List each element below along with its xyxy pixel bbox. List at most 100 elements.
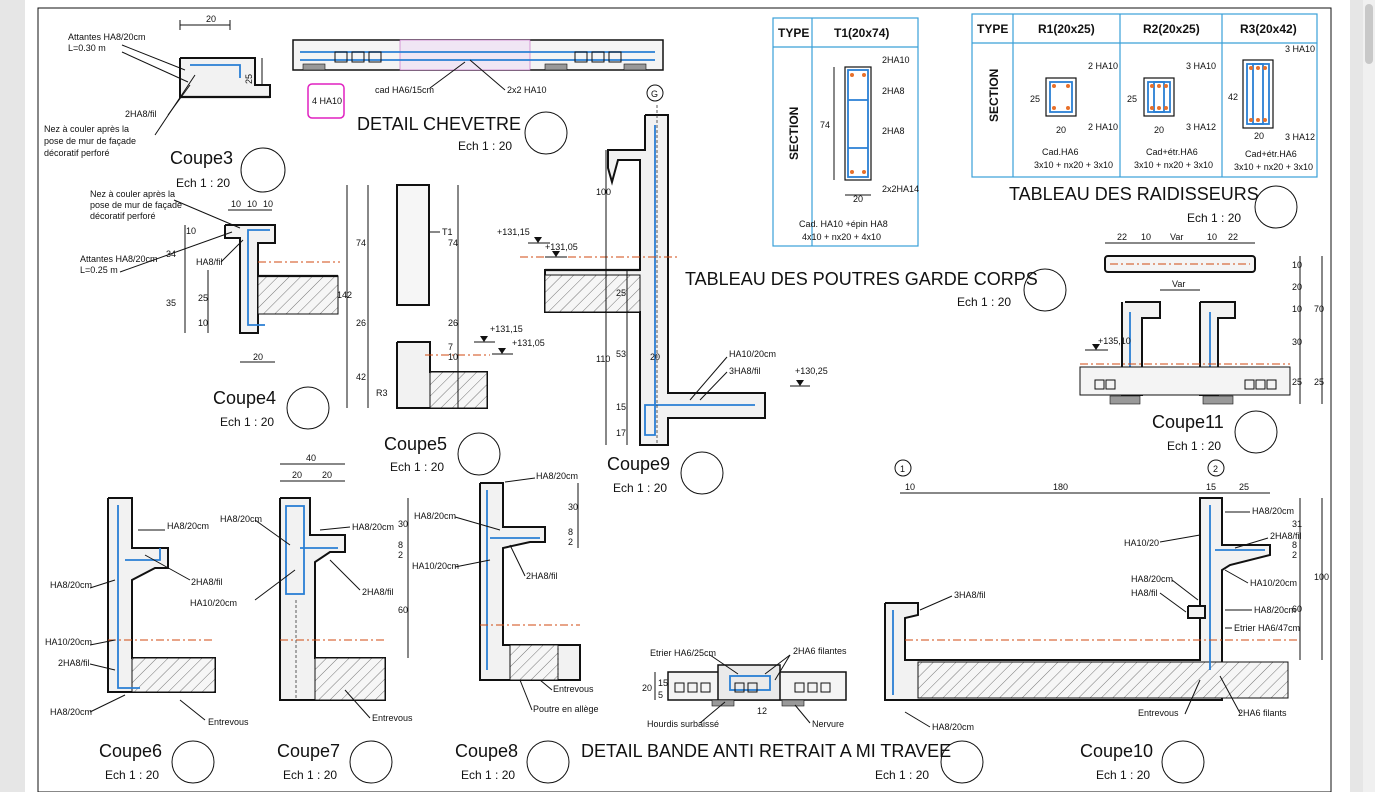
coupe4-dim-5: 34 (166, 249, 176, 259)
coupe8-ref-circle (526, 740, 570, 784)
coupe7-dim-1: 40 (306, 453, 316, 463)
coupe4-dim-6: 35 (166, 298, 176, 308)
coupe10-dim-8: 60 (1292, 604, 1302, 614)
coupe6-drawing: HA8/20cm 2HA8/fil HA8/20cm HA10/20cm 2HA… (45, 497, 249, 784)
coupe7-dim-6: 2 (398, 550, 403, 560)
coupe3-note-5: pose de mur de façade (44, 136, 136, 146)
coupe6-note-7: Entrevous (208, 717, 249, 727)
sheet-border (37, 7, 1332, 792)
table-r-col-1: R1(20x25) (1038, 22, 1095, 36)
coupe8-dim-3: 2 (568, 537, 573, 547)
coupe6-note-3: HA8/20cm (50, 580, 92, 590)
coupe5-level-1: +131,15 (490, 324, 523, 334)
coupe8-note-6: Poutre en allège (533, 704, 599, 714)
scrollbar-thumb[interactable] (1365, 4, 1373, 64)
table-r3-foot-1: Cad+étr.HA6 (1245, 149, 1297, 159)
bande-title: DETAIL BANDE ANTI RETRAIT A MI TRAVEE (581, 741, 951, 761)
table-r1-foot-2: 3x10 + nx20 + 3x10 (1034, 160, 1113, 170)
coupe11-dim-side-2: 20 (1292, 282, 1302, 292)
coupe11-dim-top-2: 10 (1141, 232, 1151, 242)
raidisseurs-scale: Ech 1 : 20 (1187, 211, 1241, 225)
coupe4-dim-3: 10 (263, 199, 273, 209)
coupe10-drawing: 1 2 10 180 15 25 31 8 2 60 100 3HA8/fil … (884, 459, 1329, 784)
table-t1-type-header: TYPE (778, 26, 809, 40)
coupe9-dim-6: 17 (616, 428, 626, 438)
coupe10-dim-6: 8 (1292, 540, 1297, 550)
table-r2-foot-1: Cad+étr.HA6 (1146, 147, 1198, 157)
coupe5-dim-1: 74 (356, 238, 366, 248)
coupe9-dim-3: 53 (616, 349, 626, 359)
coupe3-note-1: Attantes HA8/20cm (68, 32, 146, 42)
table-r3-bot: 3 HA12 (1285, 132, 1315, 142)
chevetre-label-1: cad HA6/15cm (375, 85, 434, 95)
coupe5-ref-circle (457, 432, 501, 476)
bande-dim-2: 15 (658, 678, 668, 688)
coupe5-dim-7: 10 (448, 352, 458, 362)
bande-dim-4: 12 (757, 706, 767, 716)
coupe8-drawing: 30 8 2 HA8/20cm HA8/20cm HA10/20cm 2HA8/… (412, 471, 599, 784)
coupe11-dim-side-3: 10 (1292, 304, 1302, 314)
coupe10-note-1: 3HA8/fil (954, 590, 986, 600)
coupe3-dim-side: 25 (244, 74, 254, 84)
chevetre-scale: Ech 1 : 20 (458, 139, 512, 153)
coupe7-title: Coupe7 (277, 741, 340, 761)
raidisseurs-title: TABLEAU DES RAIDISSEURS (1009, 184, 1259, 204)
coupe5-dim-4: 42 (356, 372, 366, 382)
coupe8-note-3: HA10/20cm (412, 561, 459, 571)
table-r3-top: 3 HA10 (1285, 44, 1315, 54)
coupe5-t1-label: T1 (442, 227, 453, 237)
coupe9-title: Coupe9 (607, 454, 670, 474)
coupe6-note-5: 2HA8/fil (58, 658, 90, 668)
bande-note-1: Etrier HA6/25cm (650, 648, 716, 658)
table-t1-label-4: 2x2HA14 (882, 184, 919, 194)
coupe10-axis-1: 1 (900, 464, 905, 474)
bande-note-3: Hourdis surbaissé (647, 719, 719, 729)
coupe10-note-3: HA8/20cm (1252, 506, 1294, 516)
table-r2-foot-2: 3x10 + nx20 + 3x10 (1134, 160, 1213, 170)
table-r-type-header: TYPE (977, 22, 1008, 36)
coupe3-ref-circle (240, 147, 286, 193)
coupe6-title: Coupe6 (99, 741, 162, 761)
coupe10-title: Coupe10 (1080, 741, 1153, 761)
bande-note-2: 2HA6 filantes (793, 646, 847, 656)
coupe10-dim-3: 15 (1206, 482, 1216, 492)
coupe5-dim-6: 26 (448, 318, 458, 328)
coupe11-dim-side-7: 25 (1314, 377, 1324, 387)
coupe5-dim-8: 7 (448, 342, 453, 352)
coupe6-note-2: 2HA8/fil (191, 577, 223, 587)
chevetre-badge-label: 4 HA10 (312, 96, 342, 106)
chevetre-badge (307, 83, 345, 119)
coupe9-dim-7: 20 (650, 352, 660, 362)
coupe4-note-5: L=0.25 m (80, 265, 118, 275)
coupe10-note-10: Etrier HA6/47cm (1234, 623, 1300, 633)
vertical-scrollbar[interactable] (1363, 0, 1375, 792)
coupe5-title: Coupe5 (384, 434, 447, 454)
coupe10-dim-1: 10 (905, 482, 915, 492)
table-t1-label-1: 2HA10 (882, 55, 910, 65)
coupe9-dim-1: 100 (596, 187, 611, 197)
coupe9-scale: Ech 1 : 20 (613, 481, 667, 495)
table-r3-foot-2: 3x10 + nx20 + 3x10 (1234, 162, 1313, 172)
table-t1-dim-w: 20 (853, 194, 863, 204)
bande-scale: Ech 1 : 20 (875, 768, 929, 782)
coupe6-scale: Ech 1 : 20 (105, 768, 159, 782)
coupe3-dim-top: 20 (206, 14, 216, 24)
table-t1-label-2: 2HA8 (882, 86, 905, 96)
coupe7-note-2: HA8/20cm (352, 522, 394, 532)
coupe10-note-9: HA8/20cm (1254, 605, 1296, 615)
coupe3-title: Coupe3 (170, 148, 233, 168)
coupe8-note-1: HA8/20cm (536, 471, 578, 481)
table-r1-bot: 2 HA10 (1088, 122, 1118, 132)
coupe6-ref-circle (171, 740, 215, 784)
coupe11-scale: Ech 1 : 20 (1167, 439, 1221, 453)
coupe9-ref-circle (680, 451, 724, 495)
coupe7-dim-3: 20 (322, 470, 332, 480)
coupe10-dim-9: 100 (1314, 572, 1329, 582)
coupe5-dim-3: 26 (356, 318, 366, 328)
coupe5-dim-5: 74 (448, 238, 458, 248)
bande-dim-3: 5 (658, 690, 663, 700)
chevetre-label-2: 2x2 HA10 (507, 85, 547, 95)
coupe10-axis-2: 2 (1213, 464, 1218, 474)
table-r2-w: 20 (1154, 125, 1164, 135)
coupe3-drawing: 20 25 Attantes HA8/20cm L=0.30 m 2HA8/fi… (44, 14, 286, 193)
